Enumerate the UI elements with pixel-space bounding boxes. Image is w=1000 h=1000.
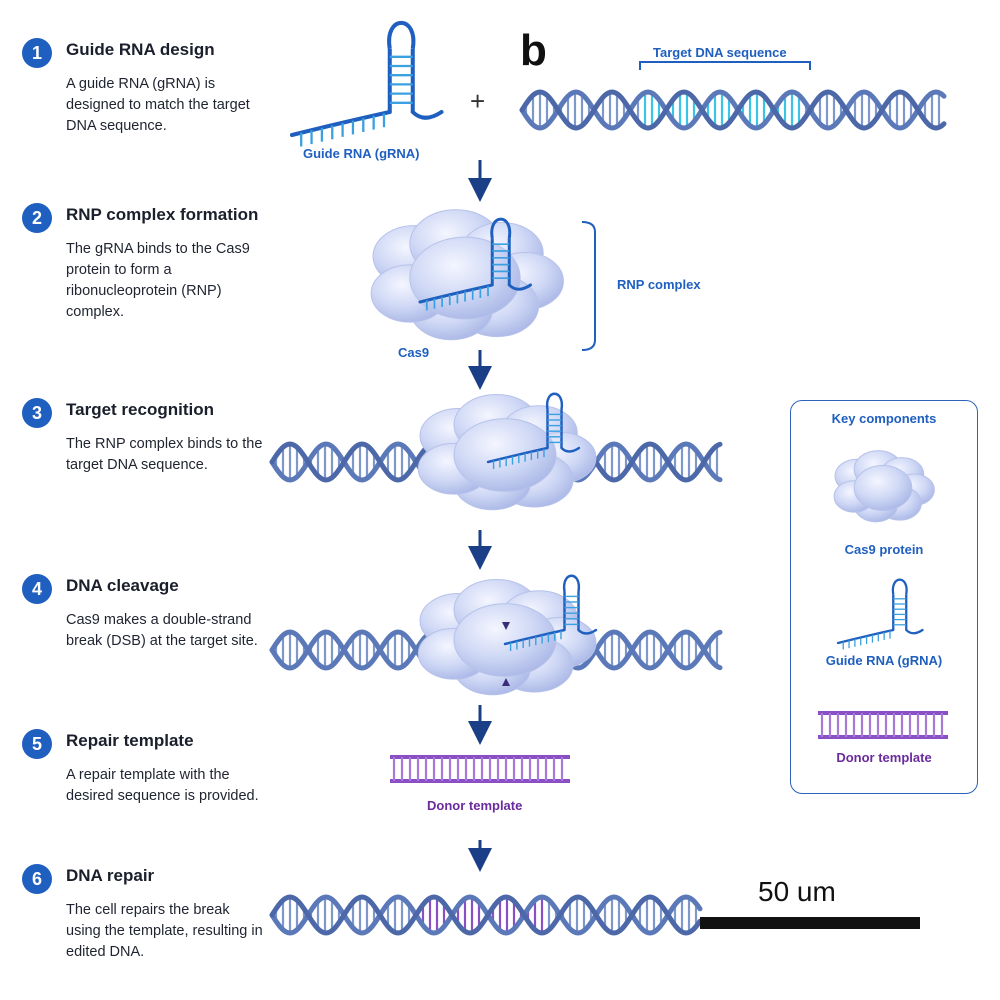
guide-rna-step4-icon [503,574,598,651]
cas9-protein-icon [370,209,564,341]
rnp-complex-bracket [581,221,596,351]
target-dna-sequence-label: Target DNA sequence [653,45,787,60]
step-number-badge: 4 [22,574,52,604]
step-title: DNA cleavage [66,576,179,595]
key-guide-rna-icon [836,578,924,650]
step-number-badge: 1 [22,38,52,68]
step-title: RNP complex formation [66,205,259,224]
step-number-badge: 6 [22,864,52,894]
target-sequence-bracket [639,61,811,70]
scale-bar [700,917,920,929]
rnp-complex-label: RNP complex [617,277,701,292]
step-description: A guide RNA (gRNA) is designed to match … [66,76,250,134]
key-components-title: Key components [831,411,937,426]
scale-bar-label: 50 um [758,876,836,907]
plus-sign: + [470,86,486,116]
step-description: The RNP complex binds to the target DNA … [66,436,263,473]
donor-template-icon [390,755,570,783]
guide-rna-label: Guide RNA (gRNA) [303,146,420,161]
step-description: A repair template with the desired seque… [66,767,259,804]
guide-rna-icon [289,21,444,147]
key-cas9-protein-icon [833,450,935,523]
donor-template-label: Donor template [427,798,523,813]
cleavage-marker-bottom-icon [502,678,510,686]
step-number-badge: 5 [22,729,52,759]
step-title: DNA repair [66,866,155,885]
edited-dna-helix [269,894,703,936]
guide-rna-in-complex-icon [418,217,532,311]
target-dna-helix [519,89,947,131]
step-description: The cell repairs the break using the tem… [66,902,263,960]
step-title: Guide RNA design [66,40,215,59]
key-item-guide-rna: Guide RNA (gRNA) [825,653,943,668]
panel-letter: b [520,26,547,75]
step-number-badge: 3 [22,398,52,428]
guide-rna-step3-icon [486,392,581,469]
cleavage-marker-top-icon [502,622,510,630]
key-donor-template-icon [818,711,948,739]
step-title: Target recognition [66,400,214,419]
key-item-donor-template: Donor template [836,750,932,765]
cas9-protein-step3-icon [417,394,597,511]
step-description: Cas9 makes a double-strand break (DSB) a… [66,612,258,649]
key-item-cas9-protein: Cas9 protein [844,542,924,557]
step-number-badge: 2 [22,203,52,233]
step-title: Repair template [66,731,194,750]
cas9-label: Cas9 [398,345,430,360]
key-components-box: Key components Cas9 protein Guide RNA (g… [790,400,978,794]
step-description: The gRNA binds to the Cas9 protein to fo… [66,241,250,320]
